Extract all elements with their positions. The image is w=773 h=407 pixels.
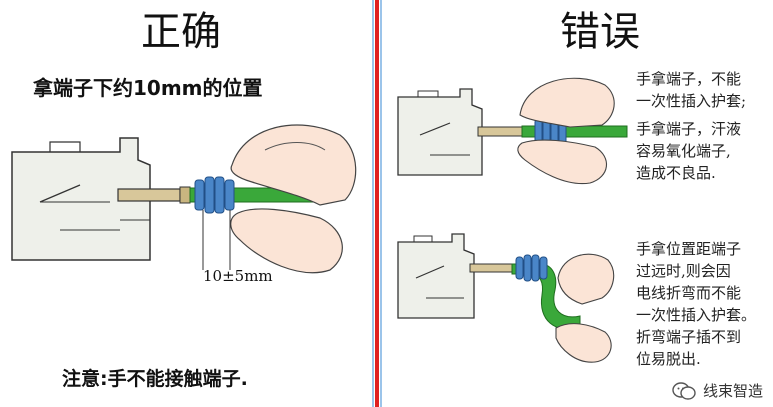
watermark: 线束智造 bbox=[671, 380, 763, 401]
caption-1-line-1: 手拿端子，不能 bbox=[636, 70, 742, 88]
connector-housing bbox=[397, 88, 483, 176]
dimension-label: 10±5mm bbox=[203, 267, 273, 285]
terminal bbox=[117, 186, 191, 204]
divider-accent-right bbox=[380, 0, 382, 407]
correct-diagram bbox=[11, 124, 357, 274]
caption-3-line-1: 手拿位置距端子 bbox=[636, 240, 742, 258]
center-divider bbox=[375, 0, 379, 407]
connector-housing bbox=[397, 233, 475, 319]
connector-housing bbox=[11, 137, 151, 261]
caption-2-line-3: 造成不良品. bbox=[636, 164, 716, 182]
hand-holding-far bbox=[555, 253, 615, 363]
incorrect-title: 错误 bbox=[560, 9, 640, 55]
caption-2: 手拿端子，汗液 容易氧化端子, 造成不良品. bbox=[636, 118, 741, 184]
rubber-seal bbox=[194, 176, 235, 214]
caption-2-line-1: 手拿端子，汗液 bbox=[636, 120, 742, 138]
caption-3-line-4: 一次性插入护套。 bbox=[636, 306, 757, 324]
caption-2-line-2: 容易氧化端子, bbox=[636, 142, 731, 160]
wechat-icon bbox=[672, 381, 696, 400]
terminal bbox=[469, 263, 513, 273]
watermark-text: 线束智造 bbox=[702, 382, 763, 400]
correct-instruction: 拿端子下约10mm的位置 bbox=[33, 76, 263, 100]
correct-note: 注意:手不能接触端子. bbox=[62, 368, 248, 390]
correct-title: 正确 bbox=[141, 9, 221, 55]
caption-3-line-2: 过远时,则会因 bbox=[636, 262, 731, 280]
caption-3-line-3: 电线折弯而不能 bbox=[636, 284, 742, 302]
caption-1-line-2: 一次性插入护套; bbox=[636, 92, 747, 110]
terminal bbox=[477, 126, 523, 137]
rubber-seal bbox=[515, 254, 548, 282]
hand-correct-grip bbox=[230, 124, 357, 274]
incorrect-diagram-2 bbox=[397, 233, 615, 363]
divider-accent-left bbox=[372, 0, 374, 407]
hand-grabbing-terminal bbox=[517, 77, 615, 185]
caption-3: 手拿位置距端子 过远时,则会因 电线折弯而不能 一次性插入护套。 折弯端子插不到… bbox=[636, 238, 756, 370]
caption-3-line-5: 折弯端子插不到 bbox=[636, 328, 742, 346]
caption-3-line-6: 位易脱出. bbox=[636, 350, 701, 368]
caption-1: 手拿端子，不能 一次性插入护套; bbox=[636, 68, 746, 112]
dimension-marker bbox=[202, 210, 231, 270]
incorrect-diagram-1 bbox=[397, 77, 628, 185]
